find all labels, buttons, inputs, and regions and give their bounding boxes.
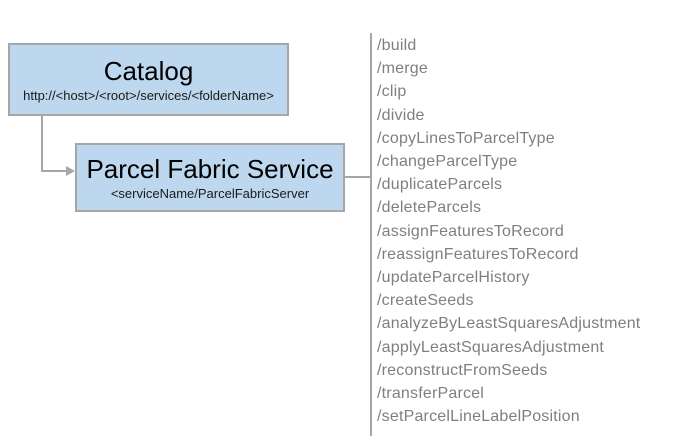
operation-item: /build: [377, 37, 417, 54]
operation-item: /analyzeByLeastSquaresAdjustment: [377, 315, 641, 333]
service-url-pattern: <serviceName/ParcelFabricServer: [110, 185, 310, 201]
operation-item: /setParcelLineLabelPosition: [377, 408, 580, 426]
operation-item: /merge: [377, 60, 428, 78]
operation-item: /assignFeaturesToRecord: [377, 222, 564, 240]
operation-item: /applyLeastSquaresAdjustment: [377, 338, 605, 356]
operation-item: /reassignFeaturesToRecord: [377, 245, 579, 263]
operation-item: /reconstructFromSeeds: [377, 361, 548, 379]
operation-item: /transferParcel: [377, 385, 485, 403]
operation-item: /copyLinesToParcelType: [377, 129, 555, 147]
operation-item: /updateParcelHistory: [377, 269, 530, 287]
operations-separator-line: [370, 33, 372, 436]
service-to-operations-line: [345, 176, 371, 178]
operation-item: /clip: [377, 83, 407, 101]
operation-item: /divide: [377, 106, 425, 124]
catalog-title: Catalog: [103, 55, 194, 86]
parcel-fabric-service-node: Parcel Fabric Service <serviceName/Parce…: [75, 143, 345, 212]
operation-item: /deleteParcels: [377, 199, 482, 217]
operations-list: /build/merge/clip/divide/copyLinesToParc…: [377, 34, 689, 428]
operation-item: /changeParcelType: [377, 153, 518, 171]
catalog-to-service-vertical-line: [41, 116, 43, 172]
arrowhead-icon: [66, 166, 75, 176]
catalog-url-pattern: http://<host>/<root>/services/<folderNam…: [23, 87, 274, 103]
catalog-to-service-horizontal-line: [41, 170, 67, 172]
service-title: Parcel Fabric Service: [86, 153, 334, 184]
operation-item: /duplicateParcels: [377, 176, 503, 194]
catalog-node: Catalog http://<host>/<root>/services/<f…: [8, 43, 289, 116]
operation-item: /createSeeds: [377, 292, 474, 310]
